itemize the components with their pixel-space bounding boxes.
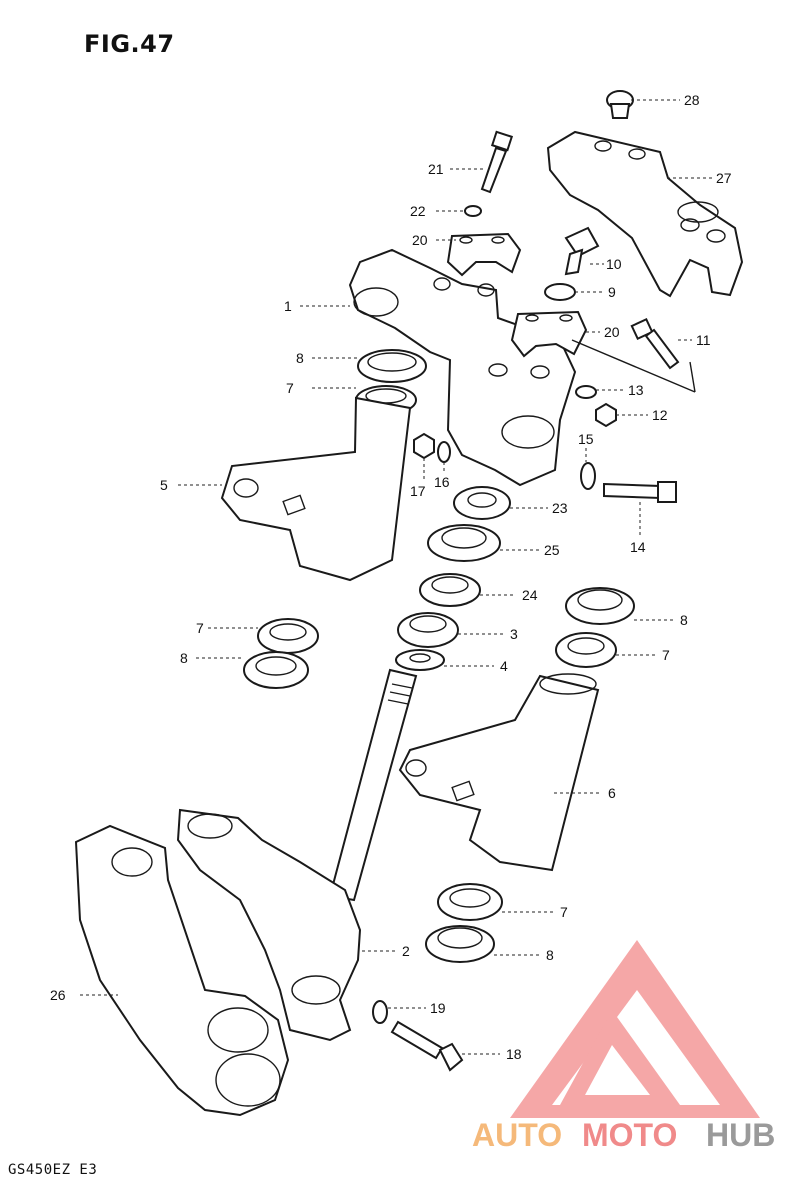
watermark-text: AUTO MOTO HUB [472,1117,775,1153]
watermark-moto: MOTO [582,1117,677,1153]
callout-4: 4 [500,658,508,674]
part-18-bolt [390,1020,464,1072]
callout-19: 19 [430,1000,446,1016]
part-8-dust-seal-upper-left [357,349,427,383]
part-26-lower-arm [74,824,290,1117]
callout-8c: 8 [680,612,688,628]
callout-18: 18 [506,1046,522,1062]
part-14-bolt [603,481,677,503]
part-25-seal [427,524,501,562]
callout-21: 21 [428,161,444,177]
watermark-logo [510,940,760,1118]
model-code: GS450EZ E3 [8,1162,98,1178]
part-9-washer [544,283,576,301]
leader-lines [80,99,712,1055]
part-13-washer [575,385,597,399]
part-27-handlebar-holder [546,130,744,298]
callout-24: 24 [522,587,538,603]
watermark-auto: AUTO [472,1117,562,1153]
part-8-dust-seal-lower-right [425,925,495,963]
part-19-washer [372,1000,388,1024]
callout-12: 12 [652,407,668,423]
callout-3: 3 [510,626,518,642]
callout-14: 14 [630,539,646,555]
part-7-bearing-upper-right [555,632,617,668]
callout-1: 1 [284,298,292,314]
callout-6: 6 [608,785,616,801]
part-22-washer [464,205,482,217]
part-11-bolt [630,317,680,370]
part-20-clamp-lower [510,310,588,358]
part-3-bearing [397,612,459,648]
callout-13: 13 [628,382,644,398]
callout-20b: 20 [604,324,620,340]
callout-25: 25 [544,542,560,558]
callout-5: 5 [160,477,168,493]
callout-8d: 8 [546,947,554,963]
callout-9: 9 [608,284,616,300]
figure-title: FIG.47 [84,30,175,58]
callout-7a: 7 [286,380,294,396]
part-23-nut [453,486,511,520]
part-6-right-bracket [398,673,600,872]
part-7-bearing-lower-left [257,618,319,654]
watermark-hub: HUB [706,1117,775,1153]
callout-7b: 7 [196,620,204,636]
part-8-dust-seal-lower-left [243,651,309,689]
callout-28: 28 [684,92,700,108]
callout-7d: 7 [560,904,568,920]
callout-22: 22 [410,203,426,219]
callout-8a: 8 [296,350,304,366]
part-5-left-bracket [220,396,412,582]
callout-23: 23 [552,500,568,516]
callout-16: 16 [434,474,450,490]
part-15-washer [580,462,596,490]
callout-27: 27 [716,170,732,186]
callout-labels: 28 27 21 22 20 10 9 1 20 11 8 7 13 12 15… [50,92,732,1062]
callout-11: 11 [696,332,711,348]
part-1-upper-bracket [348,248,577,487]
part-7-bearing-lower-right [437,883,503,921]
callout-8b: 8 [180,650,188,666]
callout-26: 26 [50,987,66,1003]
part-4-washer [395,649,445,671]
part-12-nut [595,402,617,428]
part-17-nut [413,432,435,460]
part-21-bolt [480,130,514,194]
callout-10: 10 [606,256,622,272]
part-20-clamp-upper [446,232,522,277]
callout-7c: 7 [662,647,670,663]
part-2-steering-stem [176,668,418,1042]
part-8-dust-seal-upper-right [565,587,635,625]
callout-20a: 20 [412,232,428,248]
callout-15: 15 [578,431,594,447]
part-24-bearing [419,573,481,607]
part-10-bolt [564,226,600,276]
part-28-cap [606,90,634,119]
part-16-washer [437,441,451,463]
callout-17: 17 [410,483,426,499]
callout-2: 2 [402,943,410,959]
